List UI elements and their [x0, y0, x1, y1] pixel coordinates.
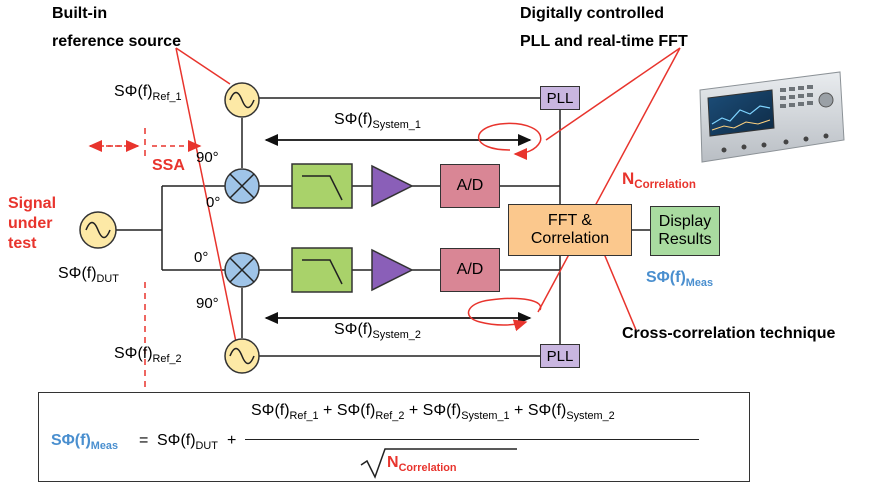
num-sys1-main: SΦ(f)	[422, 402, 462, 419]
formula-denominator: NCorrelation	[387, 455, 457, 474]
display-label-line1: Display	[658, 212, 712, 230]
n-correlation-main: N	[622, 169, 635, 188]
num-ref1-main: SΦ(f)	[251, 402, 290, 419]
s-phi-dut-sub: DUT	[96, 272, 119, 285]
signal-label-1: Signal	[8, 195, 57, 212]
s-phi-ref2-sub: Ref_2	[152, 352, 182, 365]
fft-label-line1: FFT &	[547, 211, 593, 229]
pll-bottom-label: PLL	[546, 347, 574, 365]
adc-bottom-label: A/D	[456, 261, 484, 278]
adc-top-label: A/D	[456, 177, 484, 194]
ssa-label: SSA	[152, 157, 185, 174]
pll-box-bottom: PLL	[540, 344, 580, 368]
formula-lhs: SΦ(f)Meas	[51, 433, 118, 452]
s-phi-meas-main: SΦ(f)	[646, 269, 686, 286]
den-main: N	[387, 454, 399, 471]
signal-label-2: under	[8, 215, 53, 232]
s-phi-ref1-main: SΦ(f)	[114, 83, 153, 100]
s-phi-ref2-label: SΦ(f)Ref_2	[114, 346, 182, 365]
s-phi-meas-sub: Meas	[685, 276, 714, 289]
signal-label-3: test	[8, 235, 37, 252]
num-ref1-sub: Ref_1	[289, 409, 319, 422]
formula-dut-sub: DUT	[195, 439, 218, 452]
deg90-bottom-label: 90°	[196, 295, 219, 312]
s-phi-sys1-main: SΦ(f)	[334, 111, 373, 128]
pll-top-label: PLL	[546, 89, 574, 107]
formula-box: SΦ(f)Meas = SΦ(f)DUT + SΦ(f)Ref_1 + SΦ(f…	[38, 392, 750, 482]
mixer-bottom	[224, 252, 260, 288]
s-phi-sys1-sub: System_1	[372, 118, 421, 131]
s-phi-ref1-sub: Ref_1	[152, 90, 182, 103]
amplifier-bottom	[371, 248, 414, 292]
num-plus-1: +	[323, 402, 333, 419]
cross-correlation-label: Cross-correlation technique	[622, 325, 836, 342]
builtin-ref-label-1: Built-in	[52, 5, 108, 22]
deg0-top-label: 0°	[206, 194, 221, 211]
s-phi-sys2-sub: System_2	[372, 328, 421, 341]
formula-equals: =	[139, 432, 149, 449]
deg90-top-label: 90°	[196, 149, 219, 166]
mixer-top	[224, 168, 260, 204]
builtin-ref-label-2: reference source	[52, 33, 181, 50]
s-phi-dut-label: SΦ(f)DUT	[58, 266, 119, 285]
num-sys2-main: SΦ(f)	[527, 402, 567, 419]
fft-label-line2: Correlation	[530, 230, 610, 247]
ref-oscillator-1	[224, 82, 260, 118]
s-phi-sys2-main: SΦ(f)	[334, 321, 373, 338]
pll-box-top: PLL	[540, 86, 580, 110]
ref-oscillator-2	[224, 338, 260, 374]
pll-fft-label-2: PLL and real-time FFT	[520, 33, 688, 50]
deg0-bottom-label: 0°	[194, 249, 209, 266]
num-sys2-sub: System_2	[566, 409, 615, 422]
s-phi-dut-main: SΦ(f)	[58, 265, 97, 282]
analyzer-instrument-image	[699, 71, 845, 163]
display-label-line2: Results	[658, 231, 712, 248]
sqrt-sign-icon	[360, 448, 517, 479]
formula-dut-term: SΦ(f)DUT	[157, 433, 218, 452]
formula-numerator: SΦ(f)Ref_1 + SΦ(f)Ref_2 + SΦ(f)System_1 …	[251, 403, 615, 422]
lowpass-filter-bottom	[291, 247, 353, 293]
pll-fft-label-1: Digitally controlled	[520, 5, 665, 22]
adc-box-bottom: A/D	[440, 248, 500, 292]
lowpass-filter-top	[291, 163, 353, 209]
s-phi-ref1-label: SΦ(f)Ref_1	[114, 84, 182, 103]
formula-lhs-sub: Meas	[90, 439, 119, 452]
den-sub: Correlation	[398, 461, 457, 474]
formula-dut-main: SΦ(f)	[157, 432, 196, 449]
adc-box-top: A/D	[440, 164, 500, 208]
dut-oscillator	[79, 211, 117, 249]
amplifier-top	[371, 164, 414, 208]
n-correlation-label: NCorrelation	[622, 170, 696, 192]
s-phi-meas-label: SΦ(f)Meas	[646, 270, 713, 289]
formula-lhs-main: SΦ(f)	[51, 432, 91, 449]
display-results-box: Display Results	[650, 206, 720, 256]
s-phi-ref2-main: SΦ(f)	[114, 345, 153, 362]
fft-correlation-box: FFT & Correlation	[508, 204, 632, 256]
num-sys1-sub: System_1	[461, 409, 510, 422]
num-plus-2: +	[408, 402, 419, 419]
s-phi-system1-label: SΦ(f)System_1	[334, 112, 421, 131]
fraction-bar	[245, 439, 699, 440]
num-ref2-main: SΦ(f)	[336, 402, 376, 419]
n-correlation-sub: Correlation	[634, 179, 696, 192]
num-ref2-sub: Ref_2	[375, 409, 405, 422]
s-phi-system2-label: SΦ(f)System_2	[334, 322, 421, 341]
formula-plus: +	[227, 432, 237, 449]
num-plus-3: +	[514, 402, 524, 419]
